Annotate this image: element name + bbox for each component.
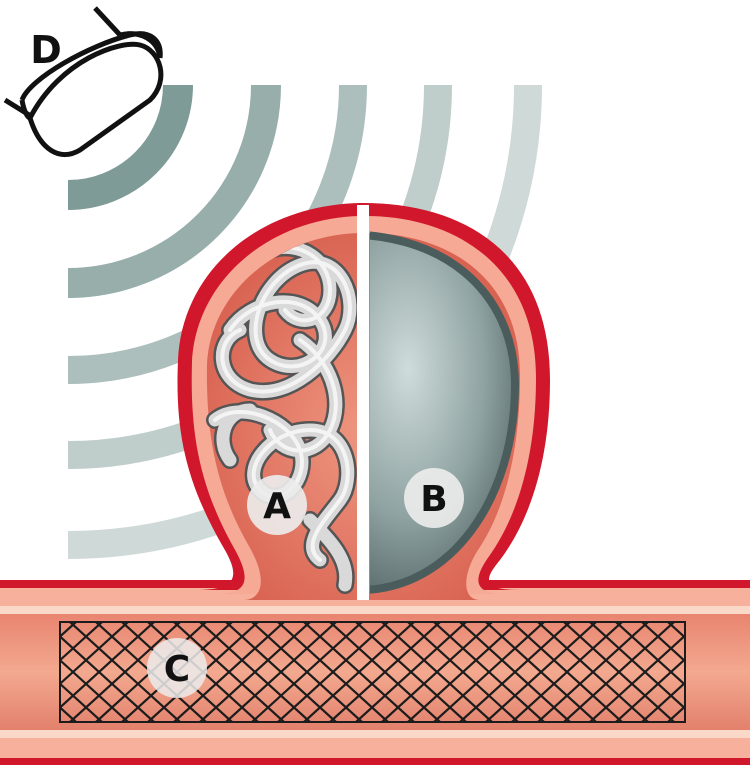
stent-strut: [199, 622, 311, 722]
stent-strut: [355, 622, 467, 722]
label-a-badge: A: [247, 475, 307, 535]
label-b-badge: B: [404, 468, 464, 528]
stent-strut: [589, 634, 685, 722]
label-c-badge: C: [147, 638, 207, 698]
label-b: B: [420, 479, 447, 520]
label-a: A: [263, 486, 291, 527]
parent-vessel: [0, 580, 750, 765]
stent-strut: [60, 622, 103, 662]
stent-strut: [69, 622, 181, 722]
stent-strut: [381, 622, 493, 722]
stent-strut: [60, 622, 129, 686]
stent-strut: [60, 682, 103, 722]
divider-line: [357, 205, 369, 600]
stent-strut: [173, 622, 285, 722]
ultrasound-transducer-icon: [3, 6, 164, 157]
stent-strut: [485, 622, 597, 722]
stent-outline: [59, 621, 686, 723]
stent-strut: [60, 622, 155, 709]
stent-strut: [407, 622, 519, 722]
stent-strut: [459, 622, 571, 722]
stent-strut: [641, 622, 685, 663]
label-c: C: [164, 649, 190, 690]
stent-strut: [225, 622, 337, 722]
stent-strut: [303, 622, 415, 722]
stent-strut: [511, 622, 623, 722]
coil-icon: [206, 238, 359, 594]
stent-strut: [277, 622, 389, 722]
stent-strut: [433, 622, 545, 722]
stent-strut: [641, 681, 685, 722]
stent-strut: [563, 622, 675, 722]
stent-strut: [537, 622, 649, 722]
label-d: D: [30, 28, 62, 72]
stent-strut: [251, 622, 363, 722]
stent-strut: [615, 657, 685, 722]
stent-strut: [329, 622, 441, 722]
